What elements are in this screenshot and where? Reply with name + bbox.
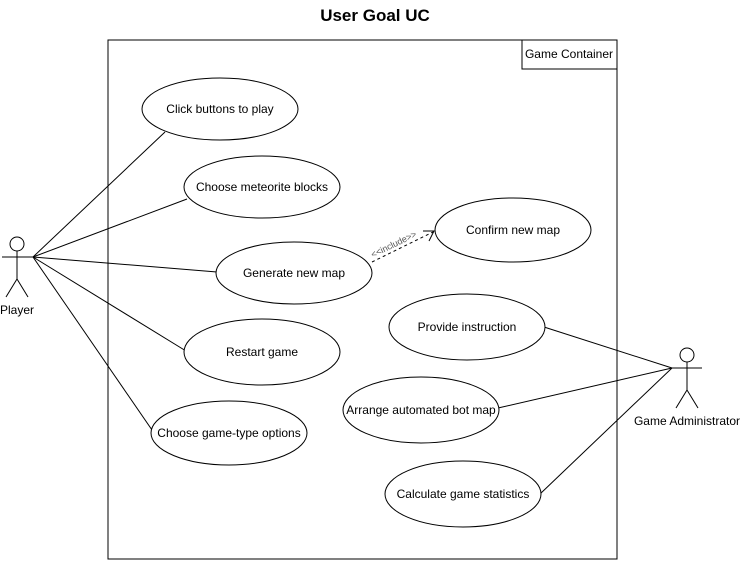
use-case-provide-instruction: Provide instruction [388,293,546,361]
use-case-generate-map: Generate new map [215,241,373,305]
use-case-restart-game: Restart game [183,318,341,386]
use-case-ellipse [150,400,308,466]
actor-label: Player [0,303,34,317]
use-case-ellipse [388,293,546,361]
association-line [543,326,673,369]
actor-label: Game Administrator [634,414,740,428]
use-case-ellipse [384,460,542,528]
use-case-arrange-bot-map: Arrange automated bot map [342,376,500,444]
include-label: <<include>> [369,229,418,260]
use-case-ellipse [183,318,341,386]
use-case-choose-game-type: Choose game-type options [150,400,308,466]
use-case-ellipse [141,77,299,141]
association-line [32,198,188,258]
use-case-label: Calculate game statistics [397,487,530,501]
use-case-label: Restart game [226,345,298,359]
association-line [32,131,166,258]
use-case-calculate-stats: Calculate game statistics [384,460,542,528]
stick-figure-icon [2,236,33,298]
use-case-ellipse [342,376,500,444]
association-line [497,367,673,409]
use-case-click-buttons: Click buttons to play [141,77,299,141]
admin-associations [497,326,673,495]
use-case-choose-meteorite: Choose meteorite blocks [183,155,341,219]
system-boundary-label: Game Container [525,47,613,61]
use-case-label: Arrange automated bot map [346,403,496,417]
actor-player: Player [0,236,34,317]
use-case-ellipse [183,155,341,219]
actor-game-administrator: Game Administrator [634,347,740,428]
use-case-label: Confirm new map [466,223,560,237]
association-line [32,256,153,431]
use-case-label: Choose meteorite blocks [196,180,328,194]
system-boundary-box [107,39,618,560]
use-case-ellipse [434,197,592,263]
association-line [32,256,187,352]
use-case-confirm-map: Confirm new map [434,197,592,263]
include-arrowhead [423,230,435,242]
use-case-label: Choose game-type options [157,426,300,440]
use-case-label: Generate new map [243,266,345,280]
system-boundary-tab [521,39,618,70]
diagram-title: User Goal UC [320,6,430,25]
association-line [32,256,218,273]
include-dashed-line [371,231,434,263]
association-line [539,367,673,495]
use-case-ellipse [215,241,373,305]
include-relationship: <<include>> [369,229,435,263]
system-boundary: Game Container [107,39,618,560]
player-associations [32,131,218,431]
use-case-label: Provide instruction [418,320,517,334]
stick-figure-icon [672,347,702,409]
use-case-label: Click buttons to play [166,102,273,116]
